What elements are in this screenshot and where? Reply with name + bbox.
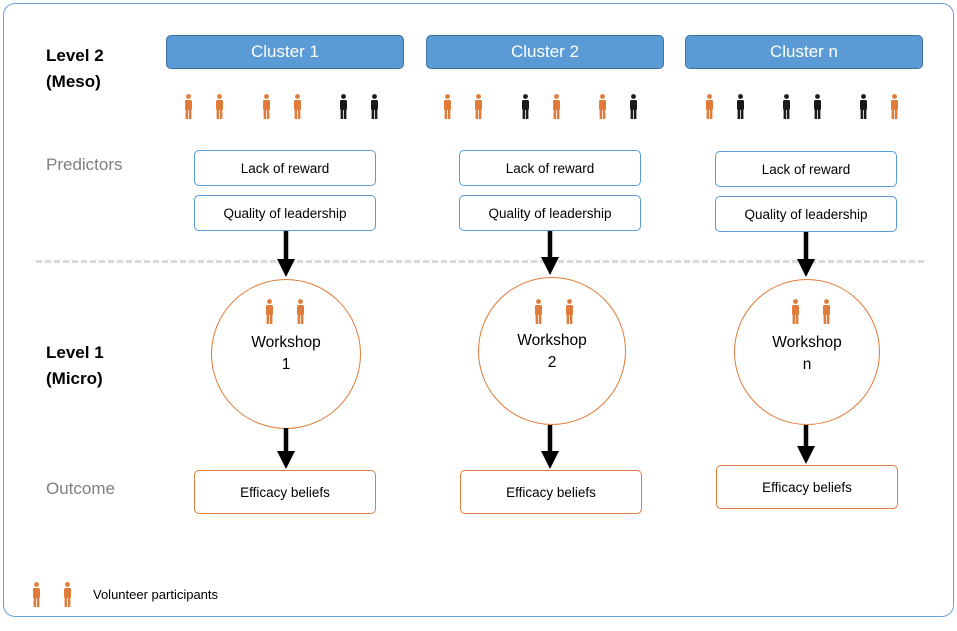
- level-2-subtitle: (Meso): [46, 72, 101, 91]
- workshop-2-number: 2: [547, 354, 557, 371]
- cluster-2-predictor-lack-of-reward: Lack of reward: [459, 150, 641, 186]
- cluster-2-predictor-quality-of-leadership: Quality of leadership: [459, 195, 641, 231]
- legend-participant-icon: [64, 582, 71, 607]
- workshop-participant-icon: [297, 299, 304, 324]
- cluster-n-predictor-quality-of-leadership: Quality of leadership: [715, 196, 897, 232]
- cluster-n-outcome-efficacy-beliefs: Efficacy beliefs: [716, 465, 898, 509]
- participant-icon: [340, 94, 347, 119]
- workshop-participant-icon: [792, 299, 799, 324]
- participant-icon: [599, 94, 606, 119]
- participant-icon: [294, 94, 301, 119]
- level-2-label: Level 2 (Meso): [46, 43, 104, 95]
- outcome-label: Outcome: [46, 479, 115, 498]
- workshop-n-number: n: [802, 356, 812, 373]
- participant-icon: [185, 94, 192, 119]
- participant-icon: [553, 94, 560, 119]
- participant-icon: [737, 94, 744, 119]
- level-divider: [36, 260, 924, 263]
- cluster-1-header: Cluster 1: [166, 35, 404, 69]
- participant-icon: [860, 94, 867, 119]
- workshop-1-circle: Workshop 1: [211, 279, 361, 429]
- workshop-1-title: Workshop: [251, 334, 321, 351]
- level-2-title: Level 2: [46, 46, 104, 65]
- participant-icon: [263, 94, 270, 119]
- workshop-participant-icon: [823, 299, 830, 324]
- participant-icon: [522, 94, 529, 119]
- workshop-participant-icon: [566, 299, 573, 324]
- legend-participant-icon: [33, 582, 40, 607]
- participant-icon: [891, 94, 898, 119]
- cluster-1-outcome-efficacy-beliefs: Efficacy beliefs: [194, 470, 376, 514]
- predictors-label: Predictors: [46, 155, 123, 174]
- diagram-frame: [3, 3, 954, 617]
- cluster-2-header: Cluster 2: [426, 35, 664, 69]
- workshop-participant-icon: [266, 299, 273, 324]
- level-1-label: Level 1 (Micro): [46, 340, 104, 392]
- cluster-2-outcome-efficacy-beliefs: Efficacy beliefs: [460, 470, 642, 514]
- workshop-n-circle: Workshop n: [734, 279, 880, 425]
- workshop-n-title: Workshop: [772, 334, 842, 351]
- participant-icon: [216, 94, 223, 119]
- workshop-participant-icon: [535, 299, 542, 324]
- cluster-n-header: Cluster n: [685, 35, 923, 69]
- legend-label: Volunteer participants: [93, 587, 219, 602]
- participant-icon: [475, 94, 482, 119]
- workshop-2-circle: Workshop 2: [478, 277, 626, 425]
- workshop-1-number: 1: [281, 356, 291, 373]
- participant-icon: [444, 94, 451, 119]
- level-1-title: Level 1: [46, 343, 104, 362]
- participant-icon: [783, 94, 790, 119]
- level-1-subtitle: (Micro): [46, 369, 103, 388]
- participant-icon: [706, 94, 713, 119]
- workshop-2-title: Workshop: [517, 332, 587, 349]
- cluster-1-predictor-lack-of-reward: Lack of reward: [194, 150, 376, 186]
- participant-icon: [814, 94, 821, 119]
- cluster-1-predictor-quality-of-leadership: Quality of leadership: [194, 195, 376, 231]
- participant-icon: [371, 94, 378, 119]
- cluster-n-predictor-lack-of-reward: Lack of reward: [715, 151, 897, 187]
- participant-icon: [630, 94, 637, 119]
